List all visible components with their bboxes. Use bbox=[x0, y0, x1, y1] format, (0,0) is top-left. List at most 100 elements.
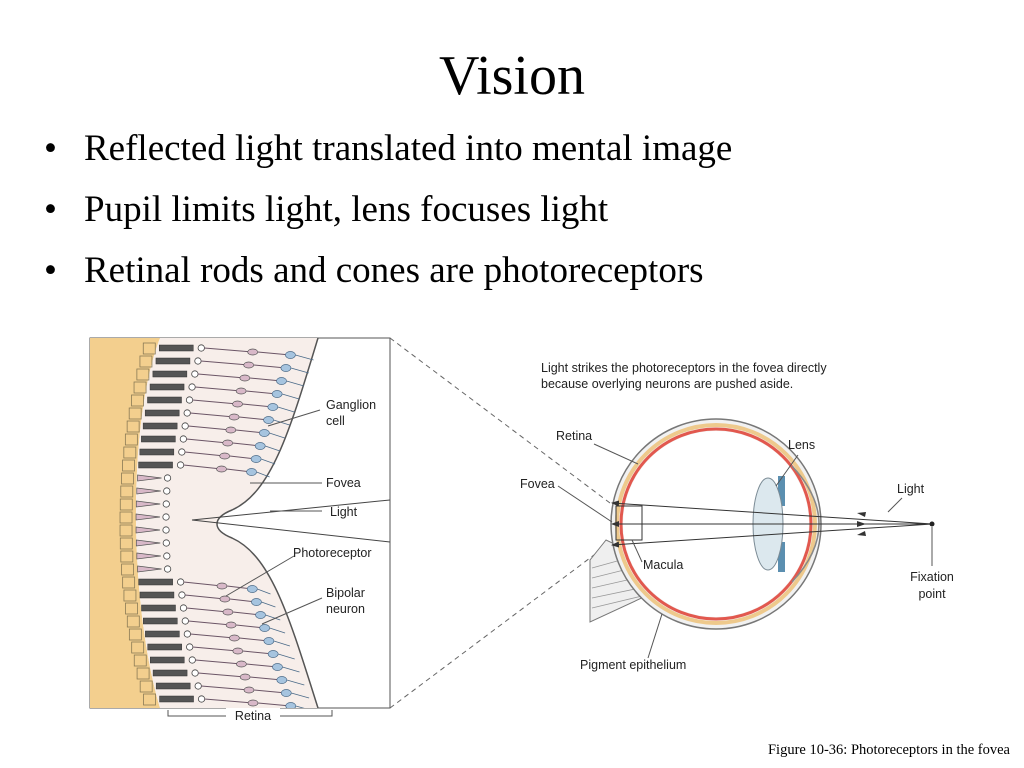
cone-outer-segment bbox=[135, 526, 161, 534]
photoreceptor-body bbox=[178, 448, 186, 456]
pigment-cell bbox=[126, 615, 140, 628]
pigment-cell bbox=[136, 368, 150, 381]
ganglion-cell bbox=[251, 598, 262, 606]
photoreceptor-body bbox=[181, 422, 189, 430]
macula-leader bbox=[631, 539, 643, 563]
bipolar-cell bbox=[232, 400, 243, 408]
ganglion-cell bbox=[285, 351, 296, 359]
pigment-cell bbox=[124, 433, 138, 446]
light-label-right: Light bbox=[897, 482, 925, 496]
ganglion-axon bbox=[273, 640, 290, 647]
photoreceptor-body bbox=[194, 682, 202, 690]
pigment-cell bbox=[123, 589, 137, 602]
ganglion-leader bbox=[267, 409, 321, 427]
fovea-leader-right bbox=[557, 485, 613, 523]
eye-figure: Ganglion cell Fovea Light Photoreceptor … bbox=[89, 337, 954, 724]
cell-connection bbox=[200, 360, 249, 366]
slide-title: Vision bbox=[439, 45, 585, 107]
bullet-dot: • bbox=[44, 128, 57, 169]
ganglion-axon bbox=[295, 705, 305, 708]
bullet-item: • Retinal rods and cones are photorecept… bbox=[44, 240, 1004, 301]
bipolar-cell bbox=[228, 413, 240, 421]
ganglion-axon bbox=[273, 419, 290, 426]
cell-connection bbox=[188, 425, 231, 431]
retina-leader bbox=[593, 443, 639, 465]
bipolar-cell bbox=[225, 621, 237, 629]
photoreceptor-body bbox=[162, 526, 170, 534]
cell-connection bbox=[257, 351, 291, 356]
bullet-text: Pupil limits light, lens focuses light bbox=[84, 189, 609, 230]
bipolar-cell bbox=[219, 595, 231, 603]
ganglion-axon bbox=[256, 471, 270, 478]
cell-connection bbox=[197, 373, 245, 379]
cell-connection bbox=[190, 412, 235, 418]
photoreceptor-body bbox=[163, 487, 171, 495]
ganglion-cell bbox=[271, 390, 283, 398]
pigment-cell bbox=[136, 667, 150, 680]
cell-connection bbox=[253, 364, 286, 369]
retina-cross-section: Ganglion cell Fovea Light Photoreceptor … bbox=[89, 337, 391, 724]
ganglion-axon bbox=[257, 588, 271, 595]
pigment-cell bbox=[119, 524, 133, 537]
zoom-connector bbox=[389, 337, 615, 507]
ganglion-axon bbox=[286, 380, 305, 387]
retinal-cells bbox=[119, 342, 314, 708]
ganglion-axon bbox=[278, 653, 295, 660]
rod-outer-segment bbox=[147, 643, 182, 651]
ganglion-axon bbox=[260, 458, 276, 465]
pigment-cell bbox=[128, 407, 142, 420]
cell-connection bbox=[192, 399, 238, 405]
rod-outer-segment bbox=[152, 370, 188, 378]
bipolar-cell bbox=[236, 660, 247, 668]
pigment-cell bbox=[133, 381, 147, 394]
rod-outer-segment bbox=[139, 591, 175, 599]
fovea-label-right: Fovea bbox=[520, 477, 555, 491]
cell-connection bbox=[201, 685, 250, 691]
bullet-item: • Reflected light translated into mental… bbox=[44, 118, 1004, 179]
photoreceptor-body bbox=[163, 474, 172, 482]
photoreceptor-body bbox=[183, 409, 191, 417]
rod-outer-segment bbox=[147, 396, 182, 404]
ganglion-cell bbox=[276, 377, 287, 385]
cell-connection bbox=[257, 702, 291, 707]
pigment-leader bbox=[647, 613, 663, 659]
pigment-cell bbox=[142, 342, 156, 355]
bipolar-cell bbox=[243, 686, 255, 694]
cell-connection bbox=[184, 451, 225, 457]
fovea-label-left: Fovea bbox=[326, 476, 361, 490]
rod-outer-segment bbox=[138, 578, 173, 586]
light-rays bbox=[611, 500, 935, 548]
pigment-cell bbox=[131, 641, 145, 654]
rod-outer-segment bbox=[144, 409, 180, 417]
bipolar-label: neuron bbox=[326, 602, 365, 616]
photoreceptor-leader bbox=[225, 555, 295, 597]
ganglion-cell bbox=[250, 455, 262, 463]
cone-outer-segment bbox=[137, 474, 162, 482]
photoreceptor-body bbox=[178, 591, 186, 599]
bipolar-label: Bipolar bbox=[326, 586, 365, 600]
pigment-cell bbox=[119, 537, 133, 550]
cone-outer-segment bbox=[136, 487, 161, 495]
cell-connection bbox=[195, 386, 242, 392]
photoreceptor-body bbox=[186, 643, 194, 651]
pigment-cell bbox=[143, 693, 156, 706]
photoreceptor-body bbox=[177, 578, 185, 586]
ganglion-cell bbox=[246, 585, 258, 593]
photoreceptor-body bbox=[162, 513, 170, 521]
fixation-label: point bbox=[918, 587, 946, 601]
cell-connection bbox=[184, 594, 225, 600]
photoreceptor-body bbox=[197, 344, 205, 352]
ganglion-cell bbox=[272, 663, 283, 671]
retina-label-left: Retina bbox=[235, 709, 271, 723]
rod-outer-segment bbox=[141, 435, 176, 443]
bipolar-cell bbox=[235, 387, 247, 395]
ganglion-axon bbox=[290, 367, 309, 374]
cone-outer-segment bbox=[137, 565, 162, 573]
ganglion-axon bbox=[277, 406, 295, 413]
ganglion-cell bbox=[263, 416, 274, 424]
ganglion-cell bbox=[280, 689, 292, 697]
ganglion-axon bbox=[282, 393, 300, 400]
bipolar-cell bbox=[239, 673, 251, 681]
cell-connection bbox=[253, 689, 287, 694]
figure-caption: Figure 10-36: Photoreceptors in the fove… bbox=[767, 742, 1010, 758]
